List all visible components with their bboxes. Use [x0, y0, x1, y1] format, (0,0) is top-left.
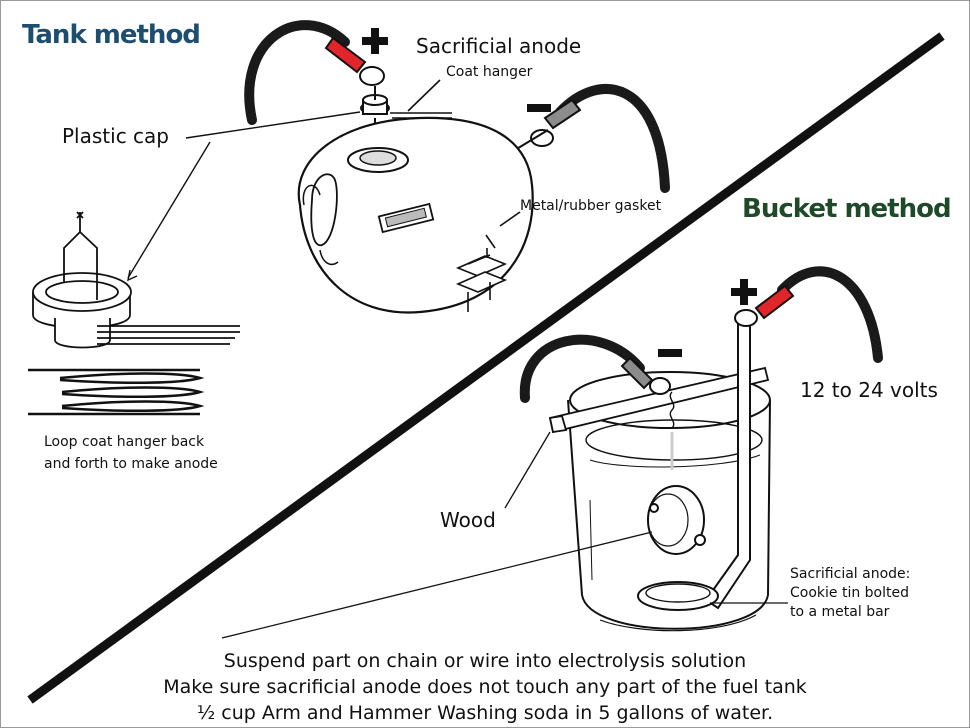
tank-coat-hanger	[390, 79, 452, 123]
bucket-leaders	[221, 431, 788, 639]
bucket-negative-cable	[519, 334, 645, 403]
divider-line	[27, 32, 945, 704]
bucket-anode-label-line1: Sacrificial anode:	[790, 566, 911, 582]
bucket-positive-clip	[734, 284, 795, 327]
minus-sign-icon	[658, 349, 682, 357]
bucket-anode-label-line2: Cookie tin bolted	[790, 585, 909, 601]
instruction-line-2: Make sure sacrificial anode does not tou…	[163, 676, 807, 698]
bucket-method-title: Bucket method	[742, 194, 952, 224]
coat-hanger-label: Coat hanger	[446, 64, 533, 80]
metal-rubber-gasket	[455, 211, 521, 312]
tank-positive-clip	[324, 36, 390, 115]
wood-label: Wood	[440, 508, 496, 532]
bucket-positive-cable	[777, 266, 883, 363]
minus-sign-icon	[527, 104, 551, 112]
bucket-anode-label-line3: to a metal bar	[790, 604, 890, 620]
tank-negative-cable	[555, 84, 670, 193]
looped-anode	[28, 368, 205, 416]
voltage-label: 12 to 24 volts	[800, 378, 938, 402]
hanging-chain	[669, 391, 675, 470]
gasket-label: Metal/rubber gasket	[520, 198, 662, 214]
wood-plank	[548, 366, 770, 434]
sacrificial-anode-label: Sacrificial anode	[416, 34, 582, 58]
plastic-cap-leaders	[127, 111, 361, 282]
tank-method-title: Tank method	[22, 20, 201, 50]
suspended-part	[647, 485, 706, 555]
tank-positive-cable	[244, 20, 350, 125]
loop-anode-label-line2: and forth to make anode	[44, 456, 218, 472]
instruction-line-3: ½ cup Arm and Hammer Washing soda in 5 g…	[196, 702, 774, 724]
plastic-cap-label: Plastic cap	[62, 124, 169, 148]
plus-sign-icon	[731, 279, 757, 305]
plastic-cap-detail	[32, 211, 240, 349]
tank-negative-clip	[514, 98, 582, 151]
loop-anode-label-line1: Loop coat hanger back	[44, 434, 205, 450]
plus-sign-icon	[362, 28, 388, 54]
bucket-negative-clip	[620, 356, 671, 395]
instruction-line-1: Suspend part on chain or wire into elect…	[223, 650, 747, 672]
